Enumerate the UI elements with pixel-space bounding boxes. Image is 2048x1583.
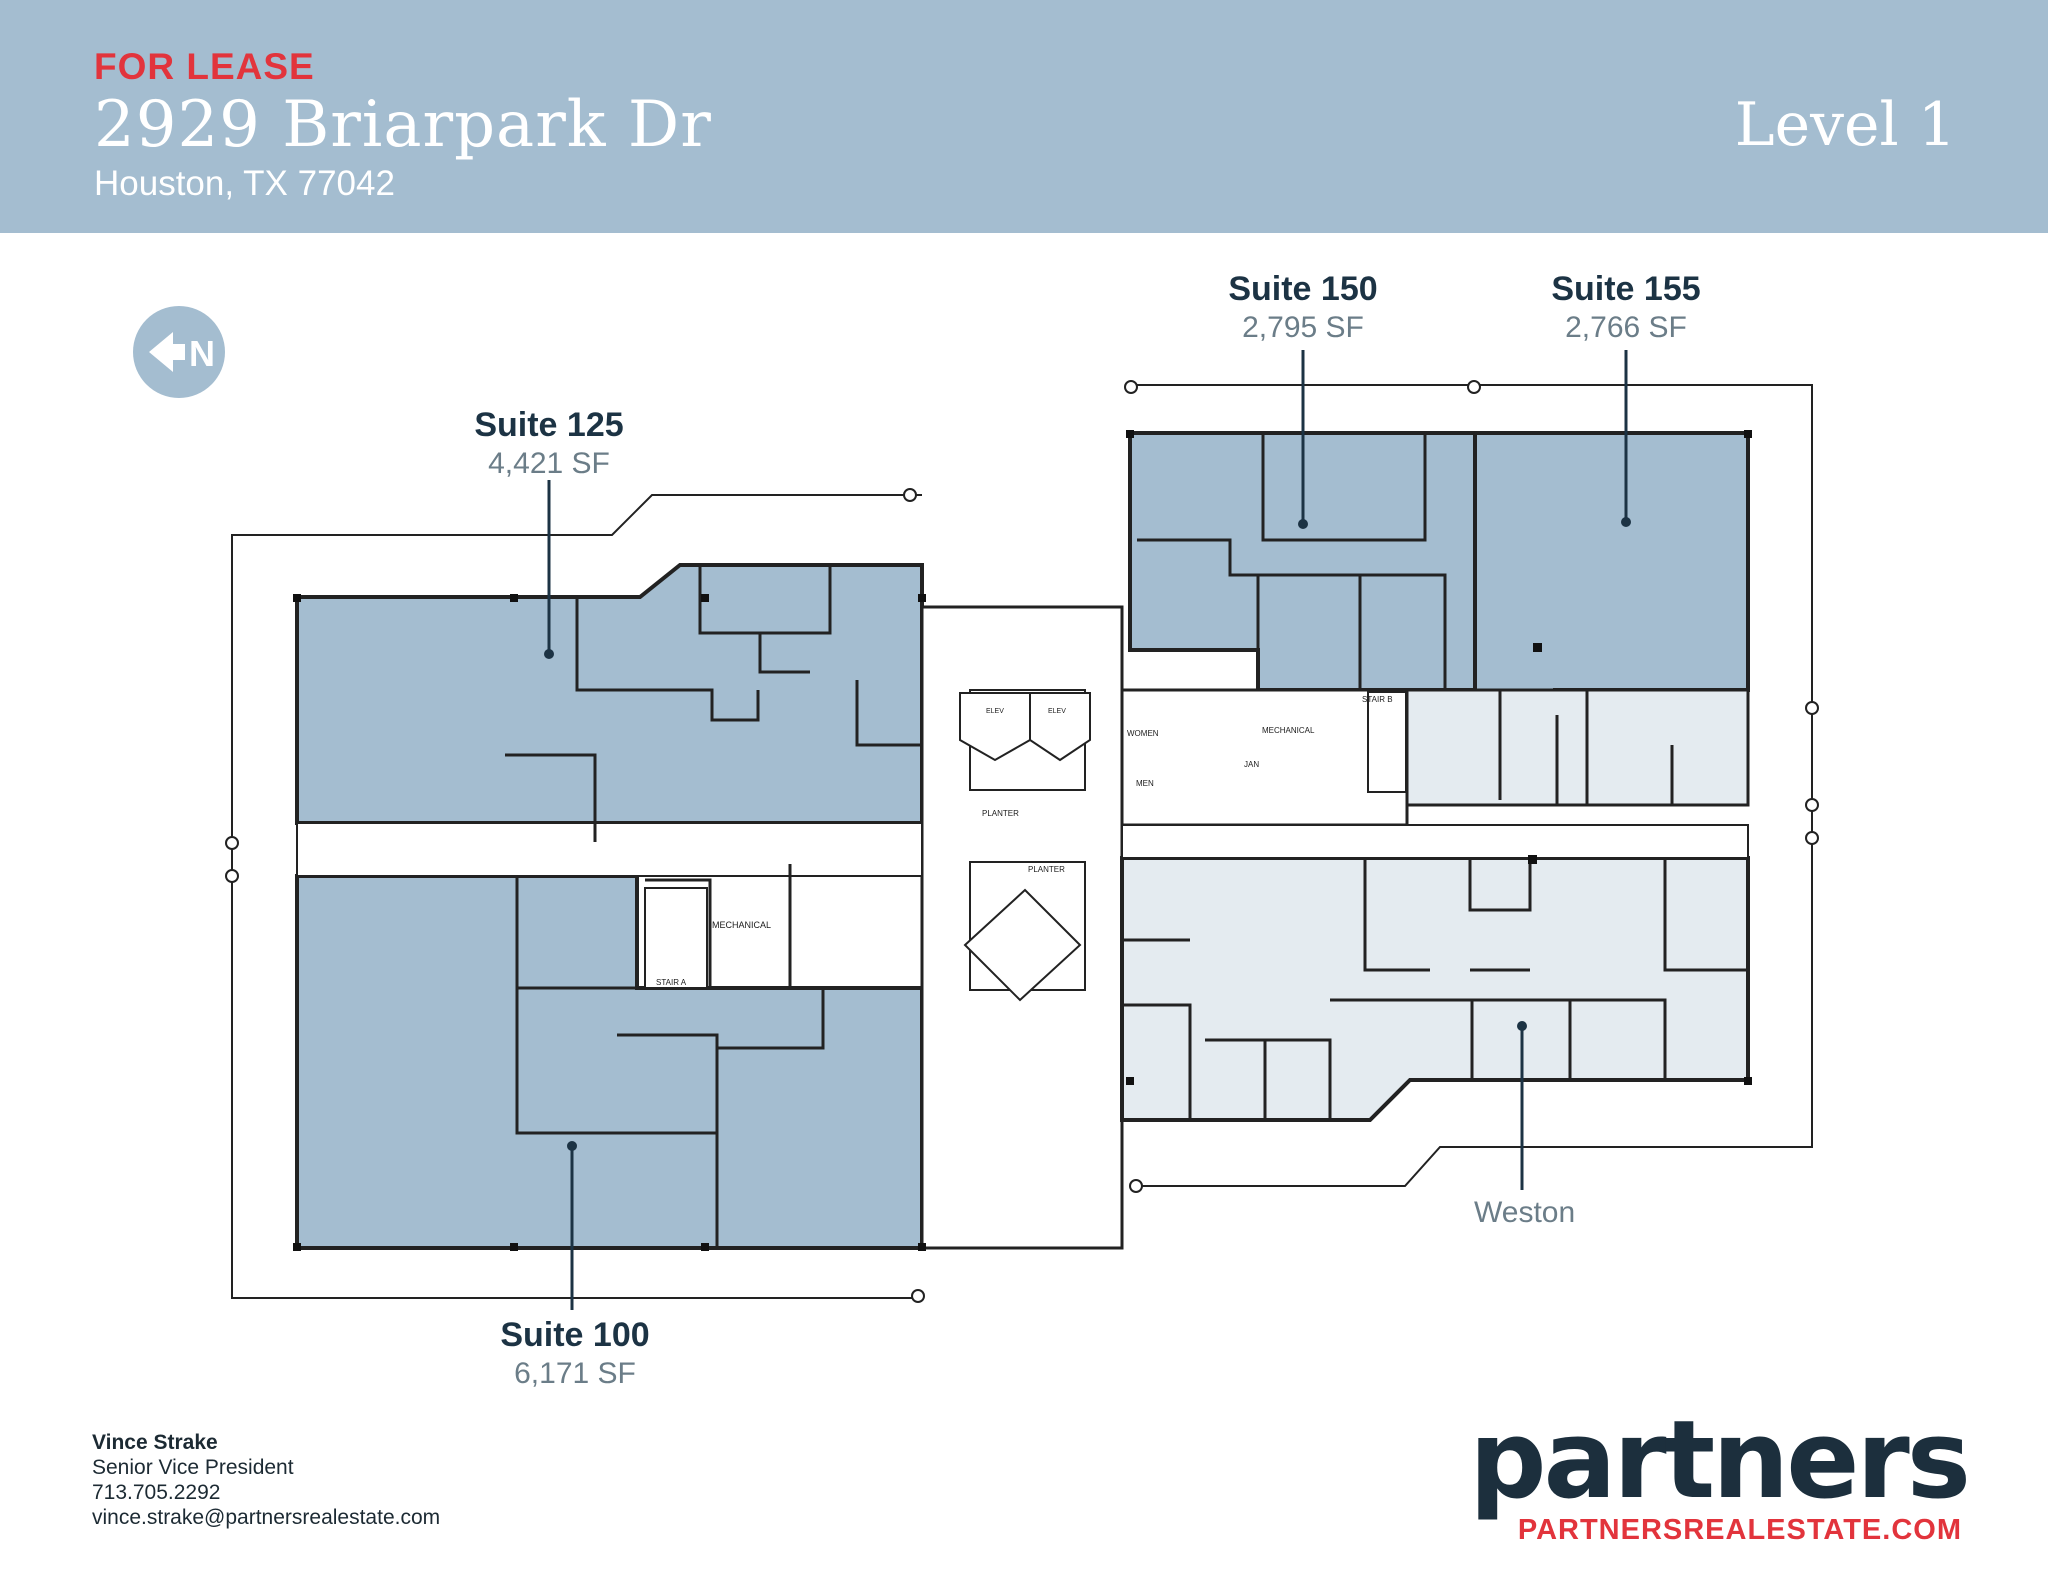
stair-core-diamond	[963, 888, 1082, 1002]
west-corridor	[296, 822, 923, 877]
suite-150-label: Suite 150 2,795 SF	[1153, 270, 1453, 345]
elevator-2	[1029, 692, 1091, 762]
suite-100-area-text: 6,171 SF	[514, 1357, 636, 1390]
planter-bottom-label: PLANTER	[1028, 865, 1065, 874]
suite-125-area-text: 4,421 SF	[488, 447, 610, 480]
women-restroom-label: WOMEN	[1127, 729, 1159, 738]
suite-150-name: Suite 150	[1228, 270, 1378, 308]
suite-125-name: Suite 125	[474, 406, 624, 444]
suite-155-area[interactable]	[1473, 431, 1750, 717]
mechanical-right-label: MECHANICAL	[1262, 726, 1315, 735]
brand-website-link[interactable]: PARTNERSREALESTATE.COM	[1517, 1514, 1962, 1546]
contact-phone[interactable]: 713.705.2292	[92, 1481, 221, 1504]
for-lease-tag: FOR LEASE	[94, 46, 315, 87]
suite-100-name: Suite 100	[500, 1316, 650, 1354]
suite-150-area-text: 2,795 SF	[1242, 311, 1364, 344]
stair-b-label: STAIR B	[1362, 695, 1393, 704]
north-letter: N	[189, 333, 215, 374]
grid-bubbles	[225, 380, 1819, 1303]
north-arrow-icon: N	[133, 306, 225, 398]
mechanical-left-label: MECHANICAL	[712, 920, 771, 930]
stair-a	[644, 887, 708, 989]
suite-100-area[interactable]	[295, 874, 924, 1250]
elevator-1-label: ELEV	[986, 708, 1004, 715]
suite-125-label: Suite 125 4,421 SF	[399, 406, 699, 481]
contact-block: Vince Strake Senior Vice President 713.7…	[92, 1430, 440, 1530]
stair-a-label: STAIR A	[656, 978, 687, 987]
property-city: Houston, TX 77042	[94, 164, 395, 203]
leader-lines	[547, 350, 1628, 1310]
east-corridor	[1121, 824, 1749, 859]
suite-100-label: Suite 100 6,171 SF	[425, 1316, 725, 1391]
structural-columns	[293, 430, 1752, 1251]
elevator-1	[959, 692, 1031, 762]
property-address: 2929 Briarpark Dr	[94, 88, 712, 162]
janitor-label: JAN	[1244, 760, 1259, 769]
east-small-suites	[1405, 688, 1750, 807]
tenant-label: Weston	[1474, 1196, 1576, 1229]
header-banner: FOR LEASE 2929 Briarpark Dr Houston, TX …	[0, 0, 2048, 233]
weston-suite-area	[1120, 856, 1750, 1122]
floor-level: Level 1	[1734, 90, 1956, 160]
east-core	[1120, 688, 1409, 827]
site-outline-west	[231, 494, 922, 1299]
contact-name: Vince Strake	[92, 1431, 218, 1454]
suite-155-label: Suite 155 2,766 SF	[1476, 270, 1776, 345]
suite-155-area-text: 2,766 SF	[1565, 311, 1687, 344]
suite-155-name: Suite 155	[1551, 270, 1701, 308]
elevator-2-label: ELEV	[1048, 708, 1066, 715]
men-restroom-label: MEN	[1136, 779, 1154, 788]
contact-email[interactable]: vince.strake@partnersrealestate.com	[92, 1506, 441, 1529]
suite-125-area[interactable]	[295, 563, 924, 825]
contact-title: Senior Vice President	[92, 1456, 294, 1479]
planter-top-label: PLANTER	[982, 809, 1019, 818]
site-outline-east	[1130, 384, 1813, 1187]
stair-b	[1367, 691, 1407, 793]
north-arrow-graphic: N	[149, 332, 215, 374]
partners-logo: partners	[1469, 1398, 1971, 1523]
